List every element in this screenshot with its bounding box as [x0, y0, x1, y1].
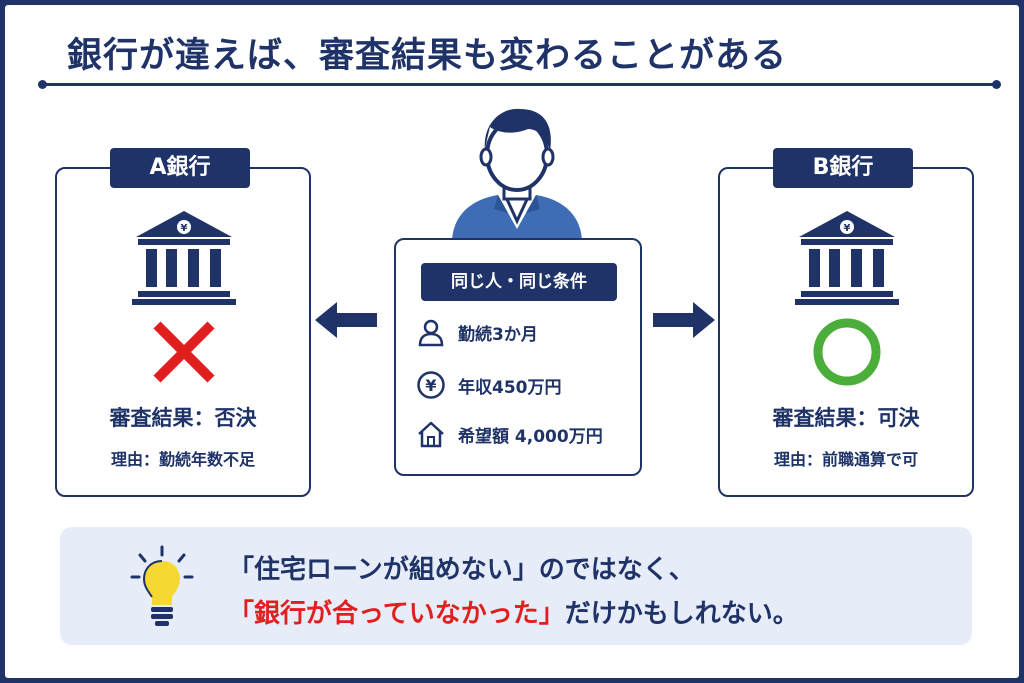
- bank-b-reason: 理由：前職通算で可: [773, 450, 918, 469]
- bank-a-reason: 理由：勤続年数不足: [110, 450, 255, 469]
- bank-yen-icon: ¥: [132, 207, 236, 311]
- condition-row-tenure: 勤続3か月: [416, 315, 538, 349]
- circle-mark-icon: [811, 316, 883, 392]
- title-rule-right-dot: [992, 80, 1001, 89]
- title-rule: [43, 83, 997, 86]
- condition-row-income: ¥ 年収450万円: [416, 368, 562, 402]
- tip-highlight: 「銀行が合っていなかった」: [228, 599, 565, 629]
- condition-income-text: 年収450万円: [458, 377, 562, 398]
- arrow-right-icon: [653, 300, 715, 344]
- yen-icon: ¥: [417, 371, 445, 399]
- condition-row-amount: 希望額 4,000万円: [416, 417, 603, 451]
- user-icon: [418, 319, 444, 347]
- tip-line-2-rest: だけかもしれない。: [564, 599, 799, 629]
- condition-tenure-text: 勤続3か月: [458, 324, 538, 345]
- svg-text:¥: ¥: [844, 223, 851, 234]
- bank-a-card: ¥ 審査結果：否決 理由：勤続年数不足: [55, 167, 311, 497]
- house-icon: [418, 421, 444, 448]
- tip-line-1: 「住宅ローンが組めない」のではなく、: [228, 555, 695, 585]
- bank-a-result: 審査結果：否決: [109, 406, 257, 430]
- tip-box: 「住宅ローンが組めない」のではなく、 「銀行が合っていなかった」だけかもしれない…: [60, 527, 972, 645]
- tip-line-2: 「銀行が合っていなかった」だけかもしれない。: [228, 593, 799, 630]
- arrow-left-icon: [315, 300, 377, 344]
- bank-yen-icon: ¥: [795, 207, 899, 311]
- page-frame: 銀行が違えば、審査結果も変わることがある ¥ 審査: [5, 5, 1019, 678]
- page-title: 銀行が違えば、審査結果も変わることがある: [67, 36, 788, 76]
- bank-a-label: A銀行: [110, 148, 250, 188]
- bank-b-label: B銀行: [773, 148, 913, 188]
- condition-amount-text: 希望額 4,000万円: [458, 426, 603, 447]
- person-icon: [448, 103, 586, 247]
- bank-b-card: ¥ 審査結果：可決 理由：前職通算で可: [718, 167, 974, 497]
- svg-text:¥: ¥: [425, 376, 436, 395]
- svg-text:¥: ¥: [181, 223, 188, 234]
- lightbulb-icon: [130, 545, 194, 635]
- bank-b-result: 審査結果：可決: [772, 406, 920, 430]
- tip-highlight-text: 「銀行が合っていなかった」: [228, 599, 565, 629]
- applicant-card: 同じ人・同じ条件 勤続3か月 ¥ 年収450万円 希望額 4,000万円: [394, 238, 642, 476]
- applicant-label: 同じ人・同じ条件: [421, 263, 617, 301]
- title-rule-left-dot: [38, 80, 47, 89]
- cross-mark-icon: [149, 317, 219, 391]
